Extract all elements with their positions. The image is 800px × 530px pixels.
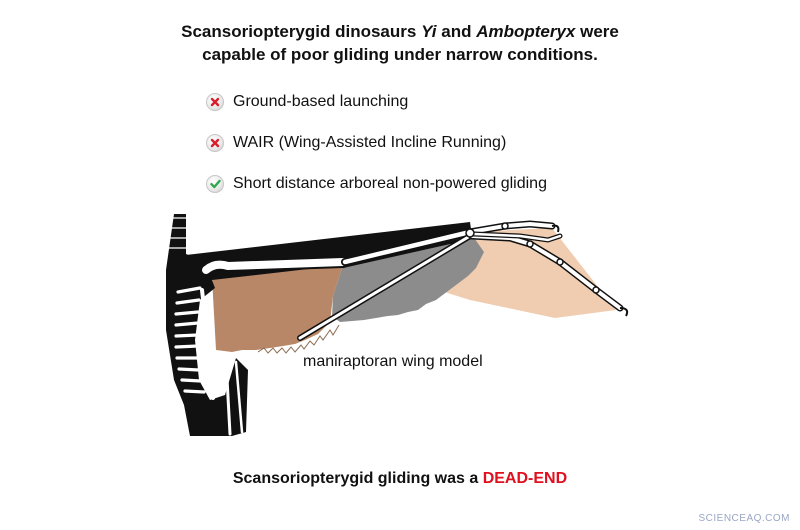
hypothesis-item: Short distance arboreal non-powered glid… <box>206 172 547 196</box>
scapula-bone <box>200 288 215 400</box>
watermark: SCIENCEAQ.COM <box>698 513 790 524</box>
conclusion-statement: Scansoriopterygid gliding was a DEAD-END <box>232 470 568 487</box>
tibia-bone <box>234 360 244 434</box>
digit-joints <box>465 222 600 294</box>
genus-yi: Yi <box>421 22 437 41</box>
dead-end-emphasis: DEAD-END <box>482 470 568 487</box>
hypothesis-label: Short distance arboreal non-powered glid… <box>233 175 547 192</box>
hypothesis-item: Ground-based launching <box>206 90 547 114</box>
vertebral-spines <box>169 217 186 249</box>
claw-icon <box>551 224 560 233</box>
membrane-feather-edge <box>257 324 340 354</box>
hypothesis-label: WAIR (Wing-Assisted Incline Running) <box>233 134 507 151</box>
title-line-1: Scansoriopterygid dinosaurs Yi and Ambop… <box>181 22 619 41</box>
title-line-2: capable of poor gliding under narrow con… <box>202 45 598 64</box>
cross-icon <box>206 134 224 152</box>
figure-title: Scansoriopterygid dinosaurs Yi and Ambop… <box>0 20 800 66</box>
manus-digits <box>466 220 624 312</box>
hypothesis-label: Ground-based launching <box>233 93 409 110</box>
genus-ambopteryx: Ambopteryx <box>476 22 576 41</box>
ulna-bone <box>343 236 472 268</box>
check-icon <box>206 175 224 193</box>
hypothesis-item: WAIR (Wing-Assisted Incline Running) <box>206 131 547 155</box>
cross-icon <box>206 93 224 111</box>
middle-membrane <box>332 232 484 322</box>
styliform-element-highlight <box>298 234 472 340</box>
femur-bone <box>224 358 232 436</box>
claw-icon <box>619 307 629 317</box>
hypothesis-list: Ground-based launching WAIR (Wing-Assist… <box>206 90 547 213</box>
wing-model-label: maniraptoran wing model <box>303 353 483 370</box>
radius-bone-highlight <box>342 229 473 265</box>
rib-cage <box>174 286 206 394</box>
humerus-bone-highlight <box>202 258 347 274</box>
